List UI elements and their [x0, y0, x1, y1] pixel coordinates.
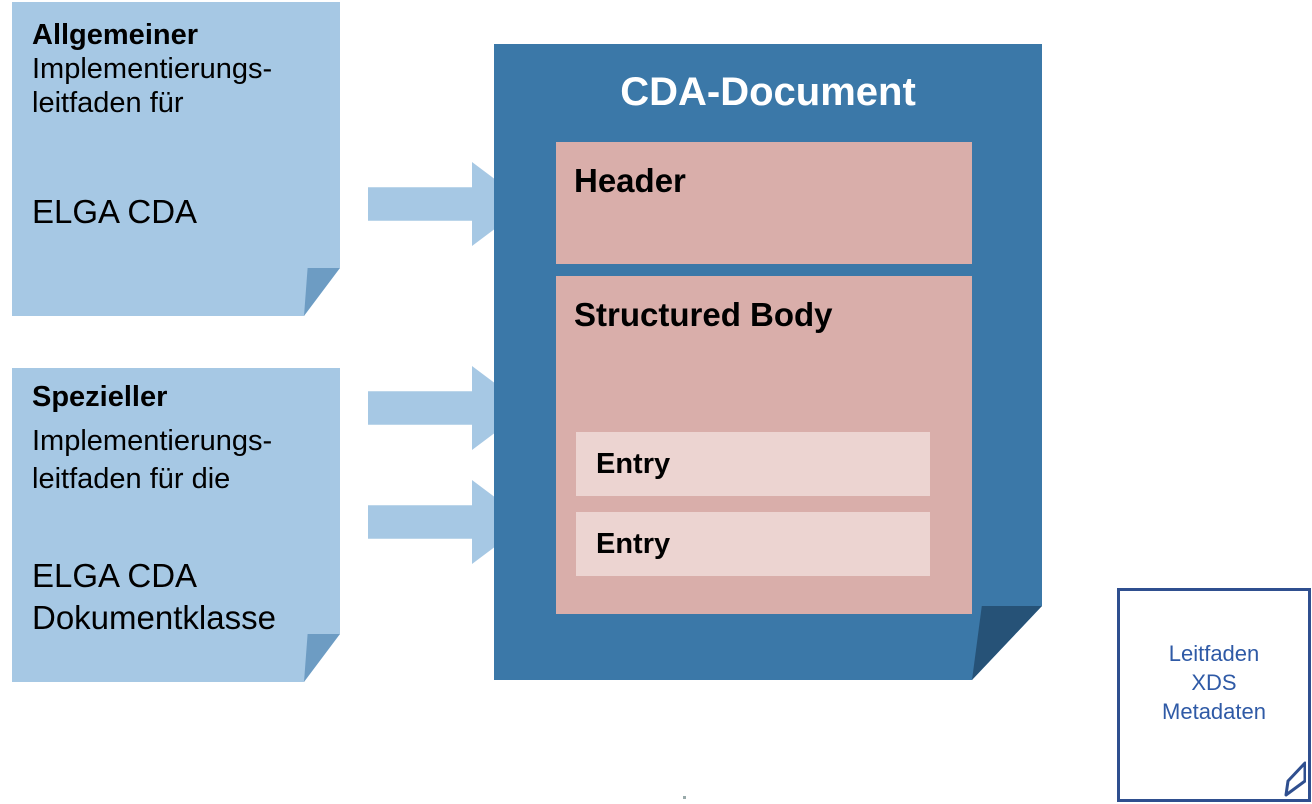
page-fold-icon: [972, 606, 1042, 680]
entry-box: Entry: [576, 432, 930, 496]
page-curl-icon: [1284, 761, 1306, 797]
header-section: Header: [556, 142, 972, 264]
entry-label: Entry: [596, 448, 671, 480]
entry-box: Entry: [576, 512, 930, 576]
xds-guide-line2: XDS: [1191, 670, 1237, 695]
special-guide-title: Spezieller: [32, 381, 168, 413]
special-guide-line3: ELGA CDA: [32, 557, 198, 594]
xds-metadata-guide: Leitfaden XDS Metadaten: [1117, 588, 1311, 802]
general-guide-line1: Implementierungs-: [32, 53, 273, 85]
general-guide-line3: ELGA CDA: [32, 193, 198, 230]
general-guide-line2: leitfaden für: [32, 87, 184, 119]
cda-document-title: CDA-Document: [620, 70, 916, 114]
xds-guide-text: Leitfaden XDS Metadaten: [1120, 639, 1308, 726]
stray-dot: [683, 796, 686, 799]
header-label: Header: [574, 162, 686, 199]
structured-body-section: Structured Body Entry Entry: [556, 276, 972, 614]
general-guide-title: Allgemeiner: [32, 19, 198, 51]
special-guide-line4: Dokumentklasse: [32, 599, 276, 636]
page-fold-icon: [304, 268, 340, 316]
special-guide-note: Spezieller Implementierungs- leitfaden f…: [12, 368, 340, 682]
xds-guide-line3: Metadaten: [1162, 699, 1266, 724]
general-guide-note: Allgemeiner Implementierungs- leitfaden …: [12, 2, 340, 316]
page-fold-icon: [304, 634, 340, 682]
cda-document: CDA-Document Header Structured Body Entr…: [494, 44, 1042, 680]
special-guide-line1: Implementierungs-: [32, 425, 273, 457]
entry-label: Entry: [596, 528, 671, 560]
xds-guide-line1: Leitfaden: [1168, 641, 1260, 666]
special-guide-line2: leitfaden für die: [32, 463, 231, 495]
structured-body-label: Structured Body: [574, 296, 833, 333]
